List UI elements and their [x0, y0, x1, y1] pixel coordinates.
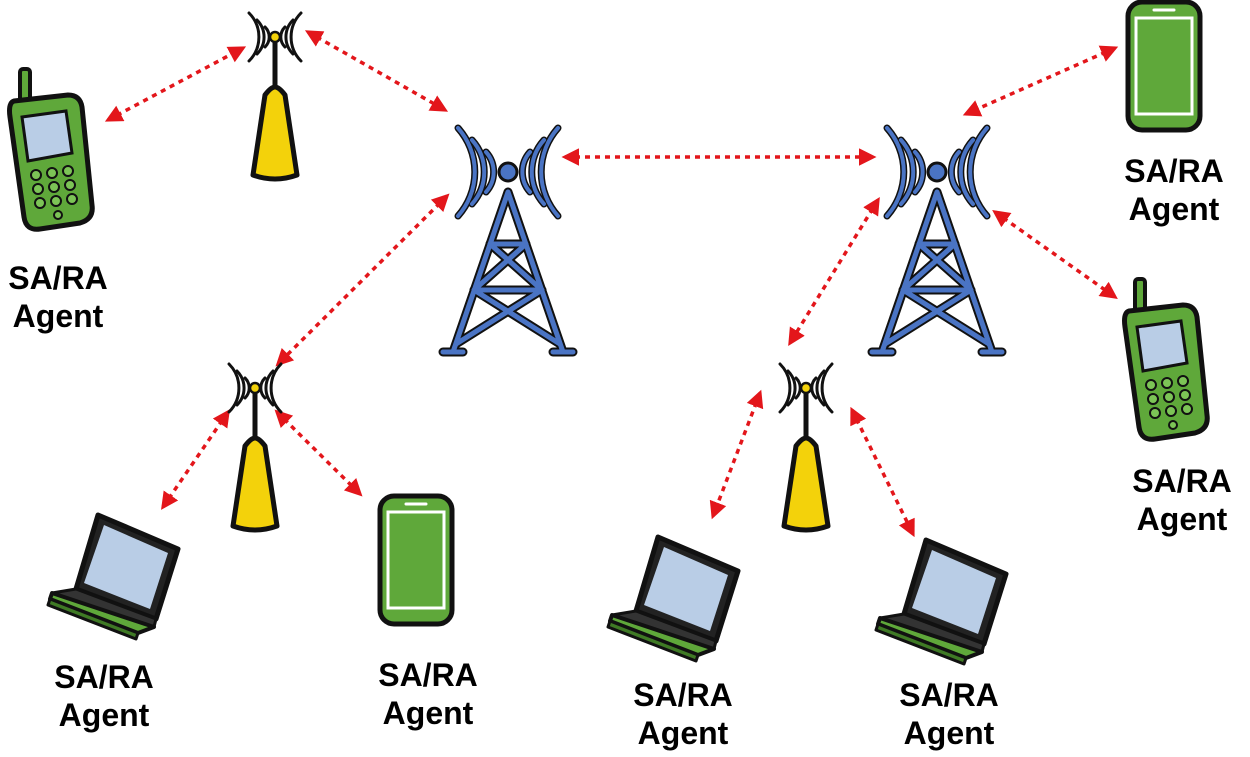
smartphone-icon — [380, 496, 452, 624]
antenna-icon — [249, 13, 301, 179]
link-tower-phone-right — [992, 209, 1118, 300]
laptop-icon — [48, 515, 178, 639]
link-smartphone-tower — [962, 45, 1119, 117]
agent-label-phone-right: SA/RA Agent — [1132, 463, 1232, 537]
link-ap-laptop-left — [161, 409, 230, 510]
link-tower-ap-right — [788, 197, 880, 346]
cell-tower-icon — [443, 128, 573, 352]
link-ap-smartphone — [274, 409, 363, 497]
laptop-icon — [876, 540, 1006, 664]
link-ap-tower — [304, 30, 449, 112]
agent-label-laptop-left: SA/RA Agent — [54, 659, 154, 733]
agent-label-smartphone-right: SA/RA Agent — [1124, 153, 1224, 227]
agent-label-laptop-center: SA/RA Agent — [633, 677, 733, 751]
agent-label-phone-left: SA/RA Agent — [8, 260, 108, 334]
cell-tower-icon — [872, 128, 1002, 352]
link-ap-laptop-right — [850, 406, 915, 538]
link-phone-ap — [104, 46, 247, 122]
agent-label-laptop-right: SA/RA Agent — [899, 677, 999, 751]
agent-label-smartphone-left: SA/RA Agent — [378, 657, 478, 731]
smartphone-icon — [1128, 2, 1200, 130]
link-tower-ap-left — [275, 193, 450, 367]
mobile-phone-icon — [10, 69, 93, 229]
mobile-phone-icon — [1125, 279, 1208, 439]
laptop-icon — [608, 537, 738, 661]
link-ap-laptop-center — [709, 389, 764, 520]
antenna-icon — [780, 364, 832, 530]
antenna-icon — [229, 364, 281, 530]
